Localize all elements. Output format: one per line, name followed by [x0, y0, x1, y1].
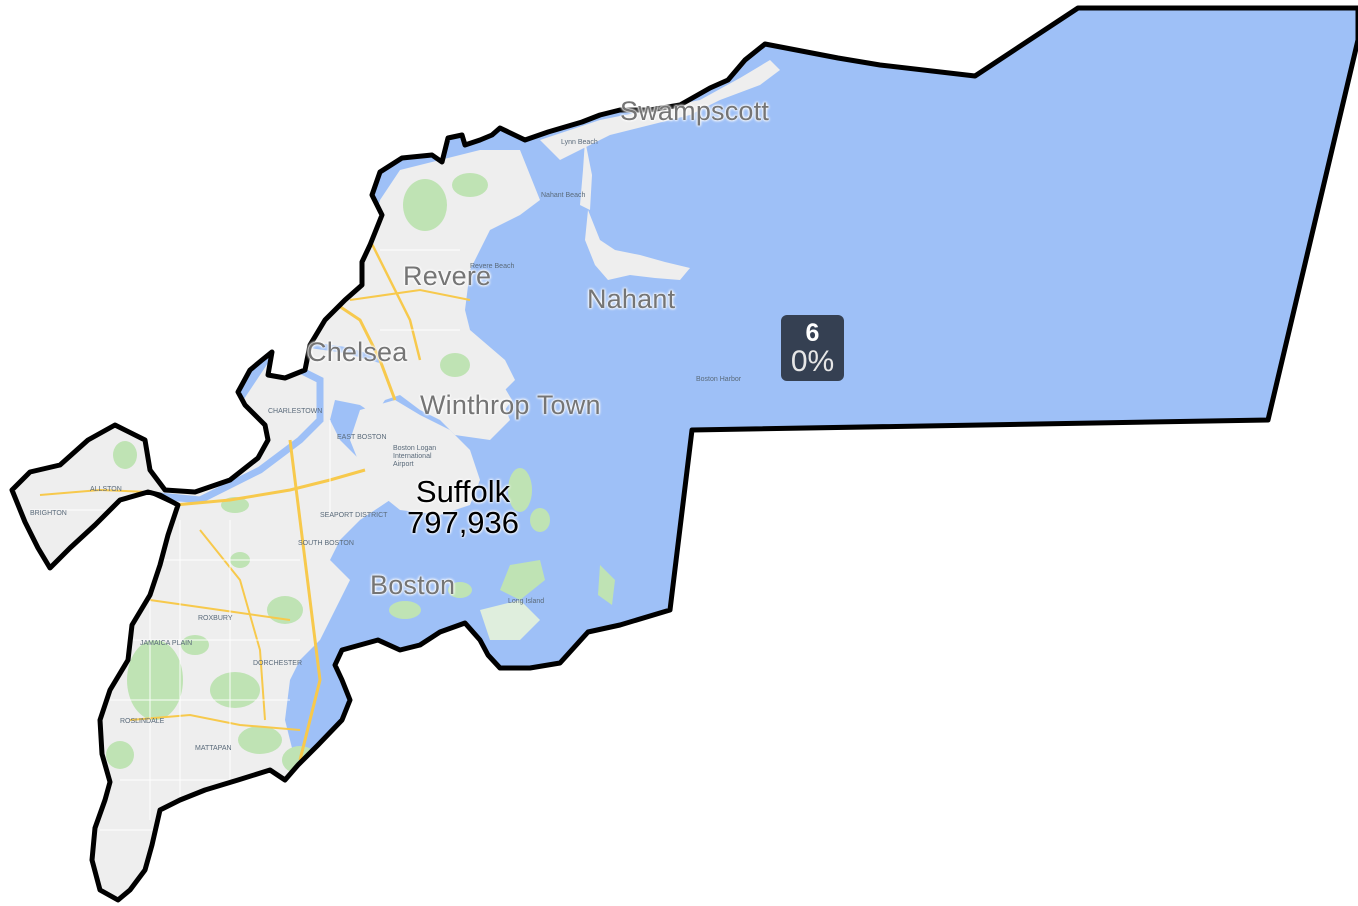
town-label-swampscott: Swampscott [620, 96, 770, 126]
poi-roslindale: ROSLINDALE [120, 718, 165, 725]
poi-nahant-beach: Nahant Beach [541, 192, 586, 199]
town-label-chelsea: Chelsea [307, 337, 408, 367]
poi-charlestown: CHARLESTOWN [268, 408, 323, 415]
district-percent: 0% [790, 344, 835, 378]
poi-jamaica-plain: JAMAICA PLAIN [140, 640, 193, 647]
town-label-boston: Boston [370, 570, 456, 600]
poi-boston-harbor: Boston Harbor [696, 376, 742, 383]
poi-roxbury: ROXBURY [198, 615, 233, 622]
district-number: 6 [805, 318, 820, 347]
district-boundary-line [149, 490, 179, 507]
poi-lynn-beach: Lynn Beach [561, 139, 598, 146]
poi-logan-airport: Boston Logan International Airport [393, 445, 437, 468]
poi-mattapan: MATTAPAN [195, 745, 232, 752]
poi-brighton: BRIGHTON [30, 510, 67, 517]
district-water-fill [12, 8, 1358, 900]
suffolk-county-boundary[interactable] [9, 5, 1358, 903]
poi-south-boston: SOUTH BOSTON [298, 540, 354, 547]
town-label-winthrop: Winthrop Town [420, 390, 601, 420]
poi-revere-beach: Revere Beach [470, 263, 515, 270]
town-label-nahant: Nahant [587, 284, 676, 314]
poi-long-island: Long Island [508, 598, 545, 605]
county-label[interactable]: Suffolk 797,936 [398, 476, 528, 538]
poi-seaport: SEAPORT DISTRICT [320, 512, 388, 519]
town-label-revere: Revere [403, 261, 492, 291]
poi-dorchester: DORCHESTER [253, 660, 303, 667]
county-population: 797,936 [406, 505, 520, 540]
poi-allston: ALLSTON [90, 486, 122, 493]
county-name: Suffolk [415, 474, 511, 509]
district-badge[interactable]: 6 0% [781, 315, 844, 381]
poi-east-boston: EAST BOSTON [337, 434, 387, 441]
